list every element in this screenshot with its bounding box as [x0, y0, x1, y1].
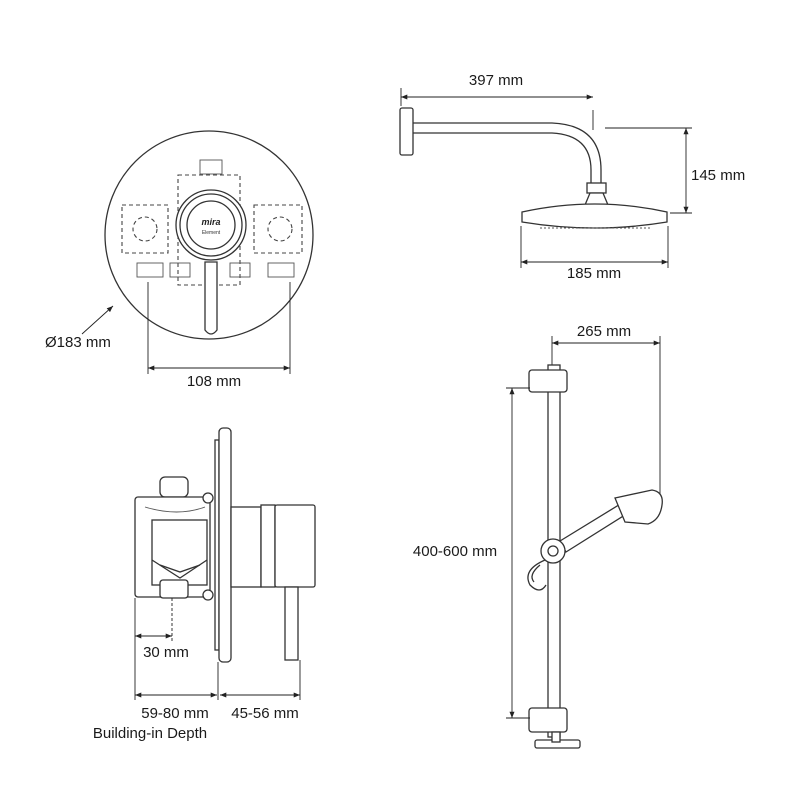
head-diameter-label: 185 mm: [567, 265, 621, 282]
left-inlet-hidden: [121, 204, 169, 254]
building-in-label: 59-80 mm: [141, 705, 209, 722]
valve-side-view: 30 mm 59-80 mm 45-56 mm Building-in Dept…: [93, 427, 316, 742]
knob-side: [274, 504, 316, 588]
diameter-arrow: [81, 305, 114, 335]
valve-front-view: mira Element 108 mm Ø183 mm: [45, 130, 314, 390]
width-label: 108 mm: [187, 373, 241, 390]
sleeve: [230, 506, 262, 588]
diameter-label: Ø183 mm: [45, 334, 111, 351]
drop-label: 145 mm: [691, 167, 745, 184]
mira-logo: mira: [201, 217, 220, 227]
control-knob-outer: [175, 189, 247, 261]
riser-rail-view: 265 mm 400-600 mm: [413, 323, 663, 749]
projection-label: 397 mm: [469, 72, 523, 89]
faceplate-side: [218, 427, 232, 663]
depth-30-label: 30 mm: [143, 644, 189, 661]
wall-flange: [399, 107, 414, 156]
element-logo: Element: [202, 230, 221, 236]
ball-joint: [586, 182, 607, 194]
trim-label: 45-56 mm: [231, 705, 299, 722]
lever-handle: [204, 261, 218, 335]
building-in-caption: Building-in Depth: [93, 725, 207, 742]
top-bracket: [528, 369, 568, 393]
slider: [540, 538, 566, 564]
shower-arm: [413, 132, 592, 185]
control-knob-inner: [186, 200, 236, 250]
handset-handle: [559, 502, 629, 553]
height-label: 400-600 mm: [413, 543, 497, 560]
top-knob: [159, 476, 189, 498]
offset-label: 265 mm: [577, 323, 631, 340]
lever-side: [284, 586, 299, 661]
shower-head-view: 397 mm 145 mm 185 mm: [399, 72, 745, 282]
shower-head: [521, 203, 668, 229]
right-inlet-hidden: [253, 204, 303, 254]
hose: [527, 559, 547, 591]
threaded-ports: [136, 159, 295, 278]
handset-head: [614, 489, 663, 525]
bottom-bracket: [528, 707, 568, 733]
